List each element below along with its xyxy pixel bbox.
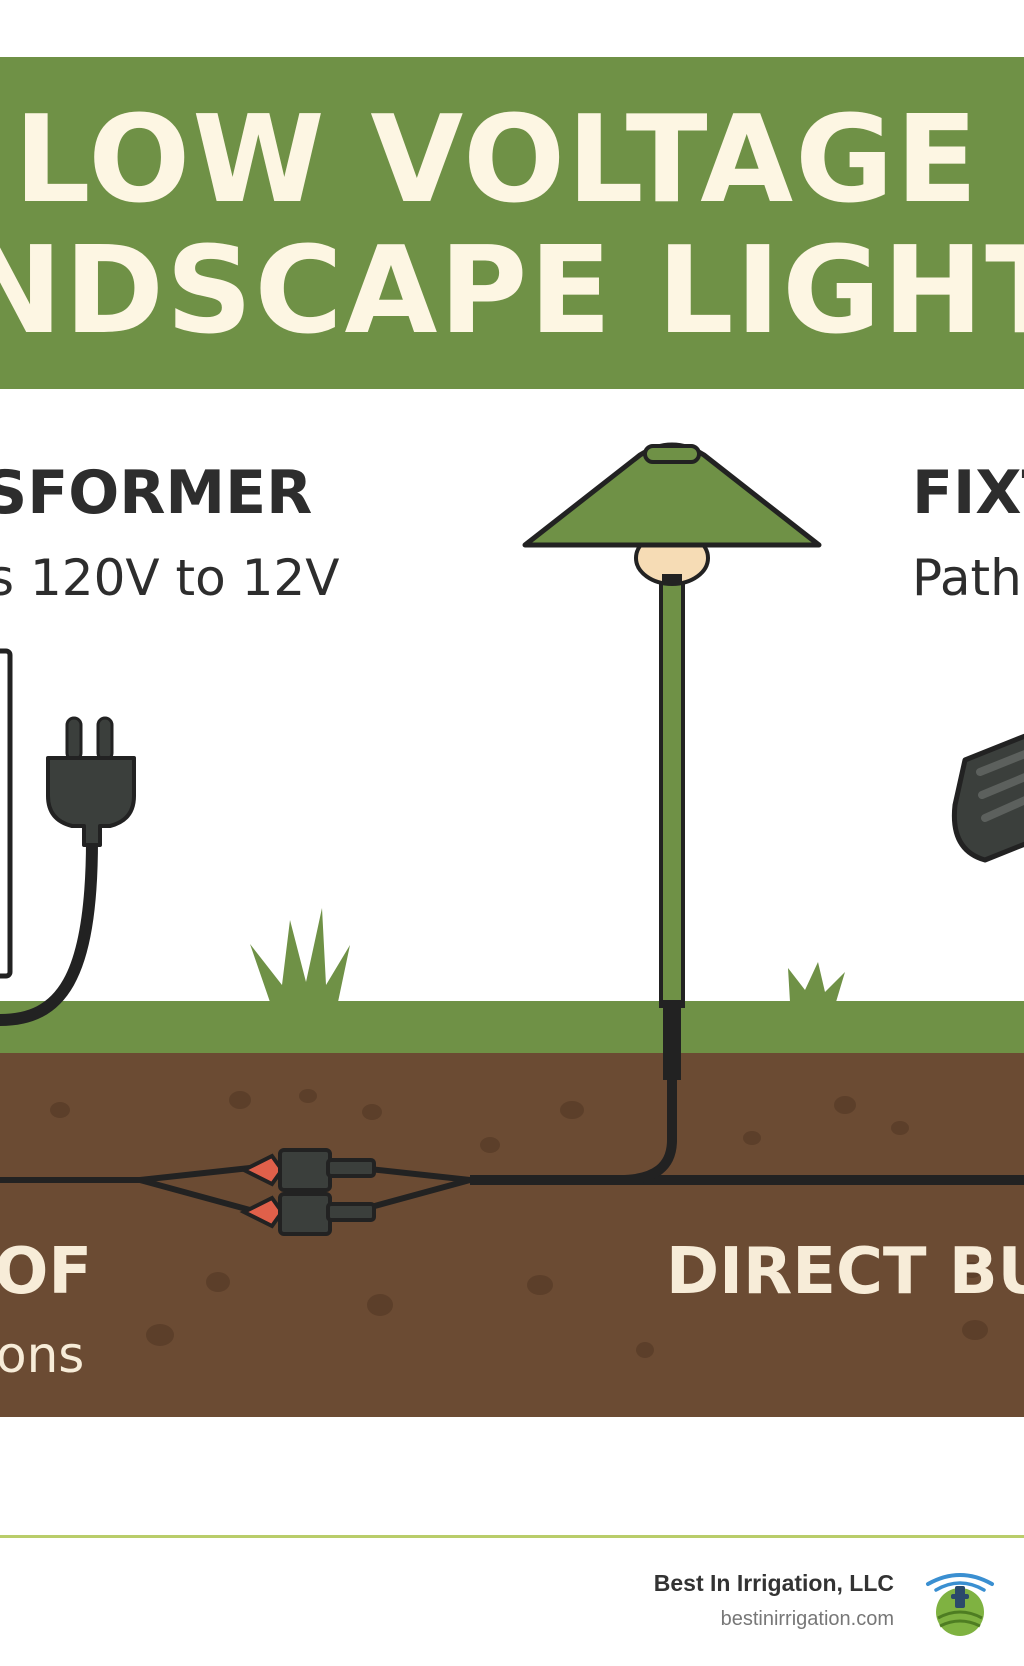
sprinkler-logo-icon xyxy=(926,1573,994,1636)
power-plug-icon xyxy=(46,716,136,847)
plug-cord xyxy=(0,834,98,1026)
title-line-2: NDSCAPE LIGHTII xyxy=(0,222,1024,361)
footer-divider xyxy=(0,1535,1024,1538)
transformer-subtitle: s 120V to 12V xyxy=(0,549,340,607)
soil-speckles xyxy=(50,1089,988,1358)
grass-tuft xyxy=(250,908,845,1002)
waterproof-subtitle: ons xyxy=(0,1326,85,1384)
main-cable xyxy=(0,1165,251,1213)
company-url[interactable]: bestinirrigation.com xyxy=(720,1608,894,1630)
title-line-1: LOW VOLTAGE xyxy=(14,91,980,230)
fixtures-heading: FIXT xyxy=(912,458,1024,528)
fixture-feed-cable xyxy=(600,1005,677,1185)
path-light-icon xyxy=(522,442,822,1080)
wire-connector-icon xyxy=(239,1148,376,1236)
company-name: Best In Irrigation, LLC xyxy=(653,1570,894,1596)
soil-layer xyxy=(0,1050,1024,1417)
title-banner xyxy=(0,57,1024,389)
grass-band xyxy=(0,1001,1024,1053)
transformer-box xyxy=(0,648,13,979)
waterproof-heading: OF xyxy=(0,1235,93,1309)
transformer-heading: SFORMER xyxy=(0,458,313,528)
direct-burial-heading: DIRECT BU xyxy=(666,1235,1024,1309)
spotlight-fixture-icon xyxy=(951,733,1024,863)
fixtures-subtitle: Path xyxy=(912,549,1022,607)
